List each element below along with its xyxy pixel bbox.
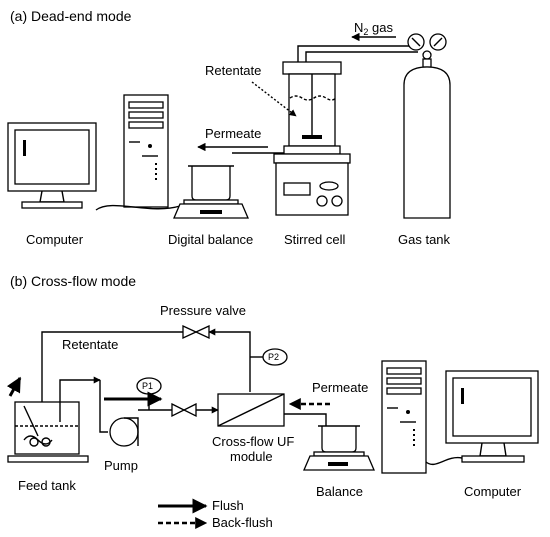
label-permeate-a: Permeate — [205, 126, 261, 141]
stirred-cell — [273, 61, 351, 216]
computer-a — [7, 94, 181, 211]
feed-tank — [6, 376, 89, 463]
label-computer-b: Computer — [464, 484, 522, 499]
pressure-gauge-p2 — [262, 348, 288, 366]
retentate-return-line — [38, 331, 183, 423]
label-p1: P1 — [142, 381, 153, 391]
label-balance: Balance — [316, 484, 363, 499]
feed-suction-line — [59, 376, 101, 422]
gas-tank — [403, 33, 451, 219]
pump-inlet-line — [99, 380, 108, 433]
legend-back-flush-label: Back-flush — [212, 515, 273, 530]
permeate-line-b — [284, 413, 327, 428]
gas-line-outer — [297, 45, 418, 62]
label-digital-balance: Digital balance — [168, 232, 253, 247]
pump — [109, 417, 139, 447]
panel-a-title: (a) Dead-end mode — [10, 8, 132, 24]
legend-flush-label: Flush — [212, 498, 244, 513]
label-n2-gas: N2 gas — [354, 20, 393, 37]
balance-b — [303, 425, 375, 471]
retentate-pointer-a — [251, 81, 297, 117]
digital-balance-a — [173, 165, 249, 219]
label-retentate-b: Retentate — [62, 337, 118, 352]
label-feed-tank: Feed tank — [18, 478, 76, 493]
label-permeate-b: Permeate — [312, 380, 368, 395]
pressure-valve — [182, 324, 210, 340]
label-computer-a: Computer — [26, 232, 84, 247]
retentate-line-up — [208, 328, 251, 392]
label-pressure-valve: Pressure valve — [160, 303, 246, 318]
label-stirred-cell: Stirred cell — [284, 232, 346, 247]
computer-b — [381, 360, 539, 474]
label-p2: P2 — [268, 352, 279, 362]
label-gas-tank: Gas tank — [398, 232, 451, 247]
legend: Flush Back-flush — [158, 498, 273, 530]
feed-valve — [171, 402, 197, 418]
label-module-line1: Cross-flow UF — [212, 434, 294, 449]
label-pump: Pump — [104, 458, 138, 473]
label-module-line2: module — [230, 449, 273, 464]
panel-b-title: (b) Cross-flow mode — [10, 273, 136, 289]
gas-line-inner — [305, 51, 418, 62]
cross-flow-uf-module — [217, 393, 285, 427]
label-retentate-a: Retentate — [205, 63, 261, 78]
permeate-outlet-pipe — [232, 145, 291, 154]
